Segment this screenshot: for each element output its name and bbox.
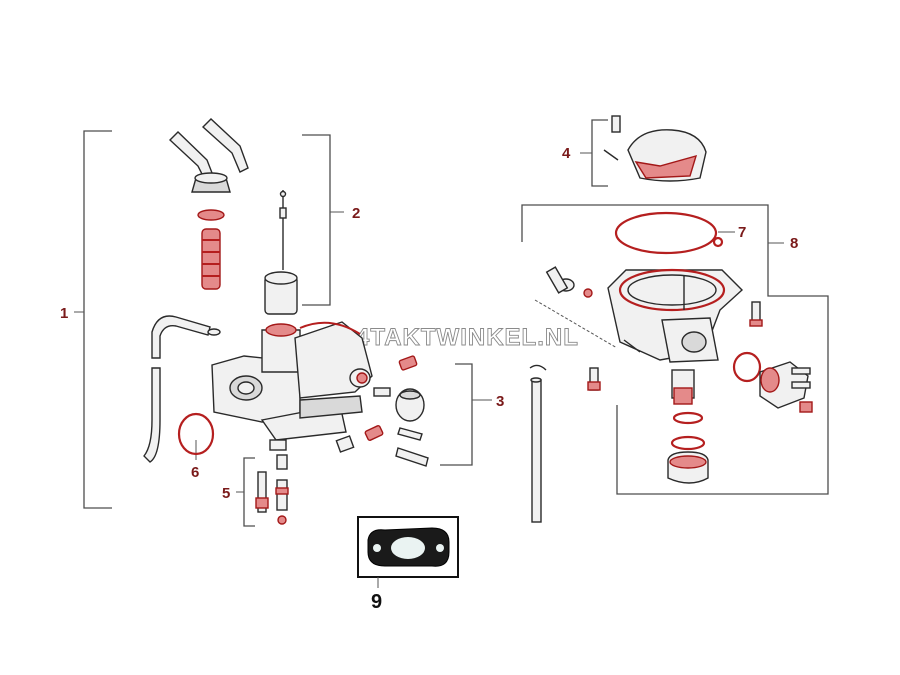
- watermark: 4TAKTWINKEL.NL: [356, 324, 579, 351]
- callout-9: 9: [371, 591, 382, 613]
- tube-clip: [529, 364, 547, 371]
- callout-2: 2: [352, 205, 360, 222]
- hose-clip-part: [207, 328, 221, 336]
- callout-1: 1: [60, 305, 68, 322]
- bracket-3: [440, 363, 492, 466]
- screw-part: [395, 447, 429, 467]
- nut-part: [335, 435, 355, 453]
- screw-right-top: [751, 301, 761, 323]
- throttle-slide-part: [264, 271, 298, 315]
- callout-3: 3: [496, 393, 504, 410]
- idle-screw-spring: [398, 355, 418, 371]
- float-valve-part: [667, 369, 709, 484]
- jet-needle-part: [279, 190, 287, 270]
- spring-coils: [202, 239, 220, 277]
- o-ring-6-part: [177, 412, 215, 456]
- main-jet-part: [255, 454, 289, 525]
- valve-assy-part: [759, 361, 813, 413]
- cable-elbow-part: [168, 118, 249, 193]
- drain-hose-part: [143, 367, 161, 463]
- callout-8: 8: [790, 235, 798, 252]
- callout-7: 7: [738, 224, 746, 241]
- carburetor-body-icon: [211, 321, 391, 451]
- o-ring-right: [732, 351, 762, 383]
- callout-6: 6: [191, 464, 199, 481]
- callout-4: 4: [562, 145, 571, 162]
- callout-5: 5: [222, 485, 230, 502]
- bracket-1: [74, 130, 112, 509]
- float-bowl-gasket: [614, 211, 718, 255]
- lid-part: [603, 115, 707, 182]
- bracket-4: [580, 119, 608, 187]
- spring-part: [201, 228, 221, 290]
- fuel-hose-part: [151, 315, 211, 359]
- gasket-box: [357, 516, 459, 588]
- pilot-screw-spring: [364, 425, 384, 441]
- bracket-2: [302, 134, 344, 306]
- washer-part: [197, 209, 225, 221]
- bracket-5: [236, 457, 255, 527]
- overflow-tube-part: [531, 379, 542, 523]
- screw-part-2: [397, 427, 423, 441]
- float-chamber-icon: [607, 211, 744, 363]
- bracket-8: [521, 204, 829, 495]
